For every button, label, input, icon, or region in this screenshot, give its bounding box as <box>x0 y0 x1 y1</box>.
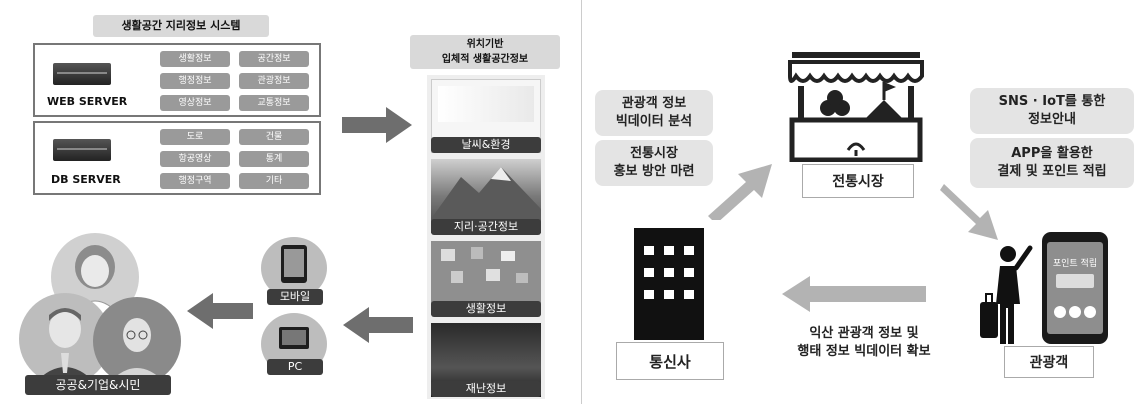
db-item: 기타 <box>239 173 309 189</box>
divider <box>581 0 582 404</box>
bottom-data-box: 익산 관광객 정보 및 행태 정보 빅데이터 확보 <box>776 318 952 368</box>
tourist-icon <box>980 245 1033 344</box>
arrow-left-icon <box>782 276 926 312</box>
facebook-icon <box>1054 306 1066 318</box>
arrow-right-icon <box>342 107 412 143</box>
db-item: 항공영상 <box>160 151 230 167</box>
right-box-app: APP을 활용한 결제 및 포인트 적립 <box>970 138 1134 188</box>
arrow-left-icon <box>343 307 413 343</box>
users-label: 공공&기업&시민 <box>25 375 171 395</box>
phone-icon: 포인트 적립 <box>1042 232 1108 344</box>
web-server-label: WEB SERVER <box>47 95 128 108</box>
left-box-analysis: 관광객 정보 빅데이터 분석 <box>595 90 713 136</box>
spatial-info-title: 위치기반 입체적 생활공간정보 <box>410 35 560 69</box>
right-panel: 관광객 정보 빅데이터 분석 전통시장 홍보 방안 마련 전통시장 SNS · … <box>584 0 1142 404</box>
web-item: 행정정보 <box>160 73 230 89</box>
web-server-group: WEB SERVER 생활정보 공간정보 행정정보 관광정보 영상정보 교통정보 <box>33 43 321 117</box>
db-item: 도로 <box>160 129 230 145</box>
market-stall-icon <box>788 52 924 162</box>
building-icon <box>634 228 704 340</box>
mountain-image <box>431 167 541 219</box>
weather-screen-image <box>438 86 534 122</box>
web-item: 관광정보 <box>239 73 309 89</box>
card-label: 날씨&환경 <box>431 137 541 153</box>
market-label: 전통시장 <box>802 164 914 198</box>
tourist-label: 관광객 <box>1004 346 1094 378</box>
right-box-sns: SNS · IoT를 통한 정보안내 <box>970 88 1134 134</box>
system-title: 생활공간 지리정보 시스템 <box>93 15 269 37</box>
monitor-icon <box>279 327 309 349</box>
card-label: 생활정보 <box>431 301 541 317</box>
life-icons-image <box>441 247 528 283</box>
db-item: 건물 <box>239 129 309 145</box>
arrow-left-icon <box>187 293 253 329</box>
social-icons <box>1054 306 1098 318</box>
card-label: 재난정보 <box>431 381 541 397</box>
man-avatar-icon <box>33 308 97 385</box>
device-label: 모바일 <box>267 289 323 305</box>
phone-text: 포인트 적립 <box>1052 259 1098 269</box>
db-server-group: DB SERVER 도로 건물 항공영상 통계 행정구역 기타 <box>33 121 321 195</box>
tablet-icon <box>281 245 307 283</box>
card-label: 지리·공간정보 <box>431 219 541 235</box>
device-label: PC <box>267 359 323 375</box>
db-item: 통계 <box>239 151 309 167</box>
web-item: 생활정보 <box>160 51 230 67</box>
server-icon <box>53 63 111 85</box>
left-box-promotion: 전통시장 홍보 방안 마련 <box>595 140 713 186</box>
server-icon <box>53 139 111 161</box>
spatial-info-column: 날씨&환경 지리·공간정보 생활정보 재난정보 <box>427 75 545 399</box>
left-panel: 생활공간 지리정보 시스템 WEB SERVER 생활정보 공간정보 행정정보 … <box>5 5 577 399</box>
db-server-label: DB SERVER <box>51 173 121 186</box>
instagram-icon <box>1084 306 1096 318</box>
elder-avatar-icon <box>107 318 167 385</box>
twitter-icon <box>1069 306 1081 318</box>
card-icon <box>1056 274 1094 288</box>
db-item: 행정구역 <box>160 173 230 189</box>
arrow-down-right-icon <box>940 184 998 240</box>
web-item: 교통정보 <box>239 95 309 111</box>
arrow-up-right-icon <box>708 164 772 220</box>
telecom-label: 통신사 <box>616 342 724 380</box>
web-item: 공간정보 <box>239 51 309 67</box>
phone-screen <box>1047 242 1103 334</box>
web-item: 영상정보 <box>160 95 230 111</box>
